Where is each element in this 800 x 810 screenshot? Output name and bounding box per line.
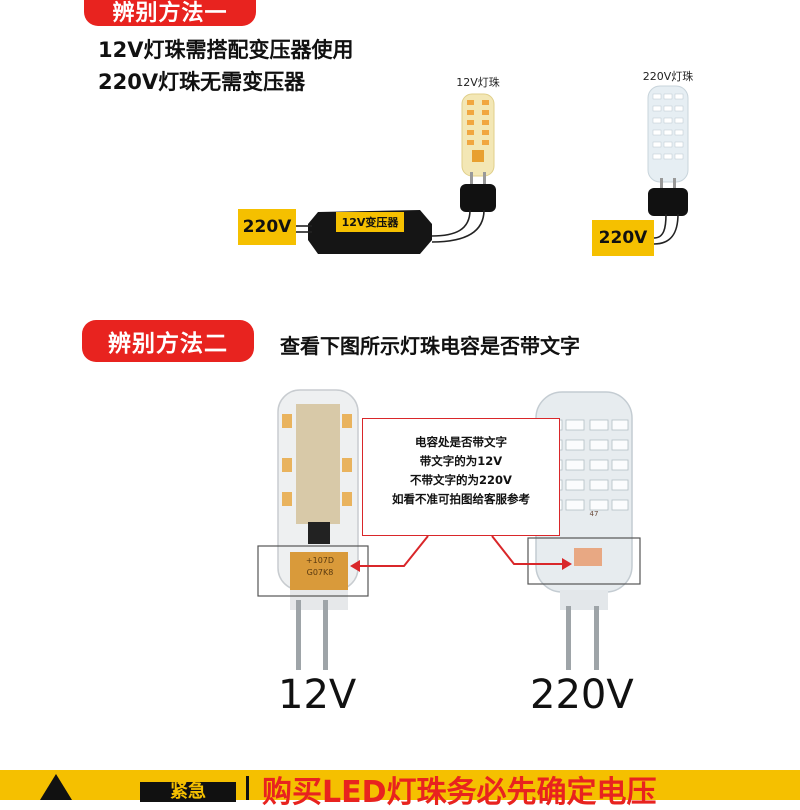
note-line4: 如看不准可拍图给客服参考	[392, 492, 530, 506]
method1-line2: 220V灯珠无需变压器	[98, 70, 306, 94]
highlight-box-12v	[257, 545, 369, 597]
wires	[296, 209, 679, 245]
note-line2: 带文字的为12V	[419, 454, 503, 468]
bulb-220v-caption: 220V灯珠	[642, 70, 694, 83]
bulb-12v-icon	[460, 93, 496, 212]
capacitor-marking-220v: 47	[589, 510, 599, 518]
bulb-220v-icon	[647, 85, 689, 216]
footer-tag: 紧急	[140, 782, 236, 802]
transformer-label: 12V变压器	[341, 216, 399, 229]
warning-icon	[40, 774, 72, 800]
note-line3: 不带文字的为220V	[410, 473, 512, 487]
transformer-icon	[308, 210, 432, 254]
bulb-12v-caption: 12V灯珠	[456, 76, 500, 89]
input-voltage-12v: 220V	[238, 209, 296, 245]
wiring-diagram	[296, 85, 689, 254]
capacitor-marking-line1: +107D	[305, 556, 335, 565]
photo-label-12v: 12V	[278, 672, 357, 718]
input-voltage-220v: 220V	[592, 220, 654, 256]
bulb-12v-photo	[277, 389, 359, 670]
note-box: 电容处是否带文字 带文字的为12V 不带文字的为220V 如看不准可拍图给客服参…	[362, 418, 560, 536]
footer-bar	[0, 770, 800, 800]
photo-label-220v: 220V	[530, 672, 634, 718]
method1-line1: 12V灯珠需搭配变压器使用	[98, 38, 354, 62]
footer-divider	[246, 776, 249, 800]
capacitor-marking-line2: G07K8	[306, 568, 334, 577]
footer-text: 购买LED灯珠务必先确定电压	[262, 775, 657, 810]
method1-label: 辨别方法一	[84, 0, 256, 26]
capacitor-marking-12v: +107D G07K8	[292, 555, 348, 579]
method2-title: 查看下图所示灯珠电容是否带文字	[280, 334, 580, 358]
bulb-photos	[257, 389, 641, 670]
method2-label: 辨别方法二	[82, 320, 254, 362]
highlight-box-220v	[527, 537, 641, 585]
note-line1: 电容处是否带文字	[415, 435, 507, 449]
arrows	[356, 535, 566, 567]
